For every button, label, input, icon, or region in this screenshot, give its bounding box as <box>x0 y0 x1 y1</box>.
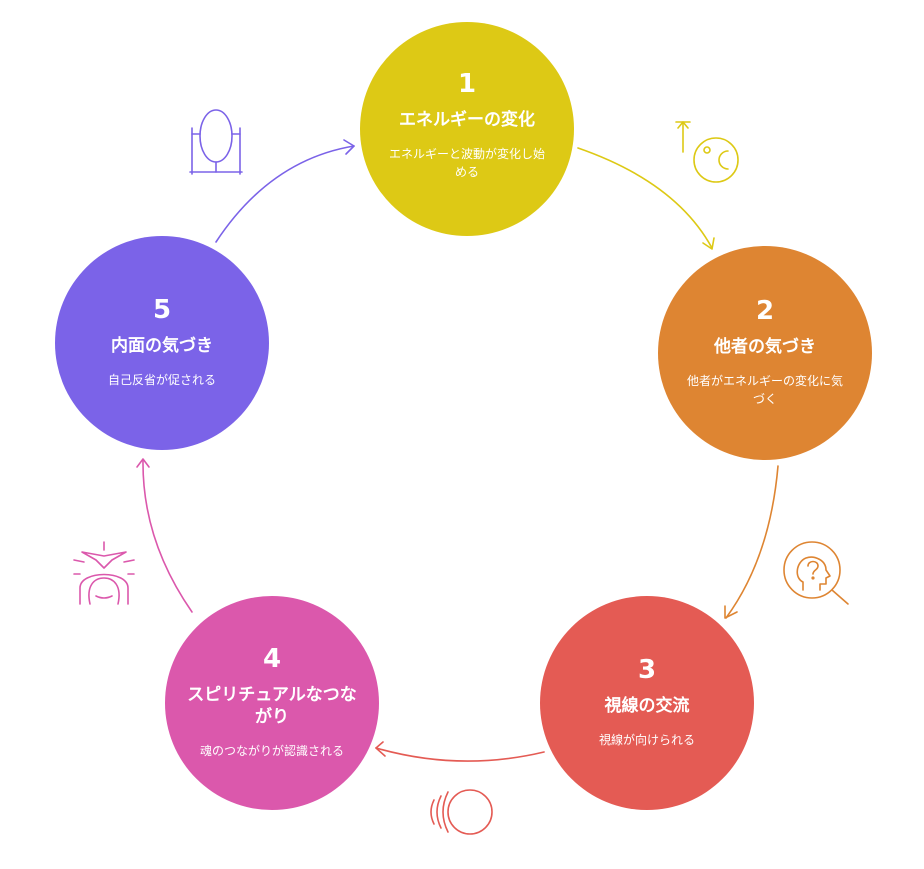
temperature-rise-icon <box>675 121 739 183</box>
step-title: 他者の気づき <box>714 336 816 357</box>
step-1-circle: 1 エネルギーの変化 エネルギーと波動が変化し始める <box>360 22 574 236</box>
mirror-icon <box>189 109 243 175</box>
step-5-circle: 5 内面の気づき 自己反省が促される <box>55 236 269 450</box>
arrow-3-to-4 <box>375 741 545 762</box>
arrow-1-to-2 <box>577 147 715 250</box>
step-3-circle: 3 視線の交流 視線が向けられる <box>540 596 754 810</box>
step-number: 4 <box>262 643 282 674</box>
eye-signal-icon <box>430 789 493 835</box>
step-title: 視線の交流 <box>604 695 690 716</box>
step-description: 他者がエネルギーの変化に気づく <box>686 374 843 407</box>
step-title: スピリチュアルなつながり <box>187 684 357 727</box>
step-description: 自己反省が促される <box>107 373 216 388</box>
step-title: エネルギーの変化 <box>399 109 535 130</box>
head-question-search-icon <box>783 541 849 605</box>
step-number: 5 <box>152 294 172 325</box>
step-2-circle: 2 他者の気づき 他者がエネルギーの変化に気づく <box>658 246 872 460</box>
arrow-2-to-3 <box>724 465 779 619</box>
step-description: 視線が向けられる <box>598 733 695 748</box>
step-number: 3 <box>637 654 657 685</box>
step-number: 2 <box>755 295 775 326</box>
spirit-dove-person-icon <box>73 541 135 605</box>
arrow-4-to-5 <box>136 458 193 613</box>
arrow-5-to-1 <box>215 139 355 243</box>
step-number: 1 <box>457 68 477 99</box>
step-description: エネルギーと波動が変化し始める <box>388 147 545 180</box>
step-title: 内面の気づき <box>111 335 213 356</box>
step-description: 魂のつながりが認識される <box>199 744 344 759</box>
step-4-circle: 4 スピリチュアルなつながり 魂のつながりが認識される <box>165 596 379 810</box>
